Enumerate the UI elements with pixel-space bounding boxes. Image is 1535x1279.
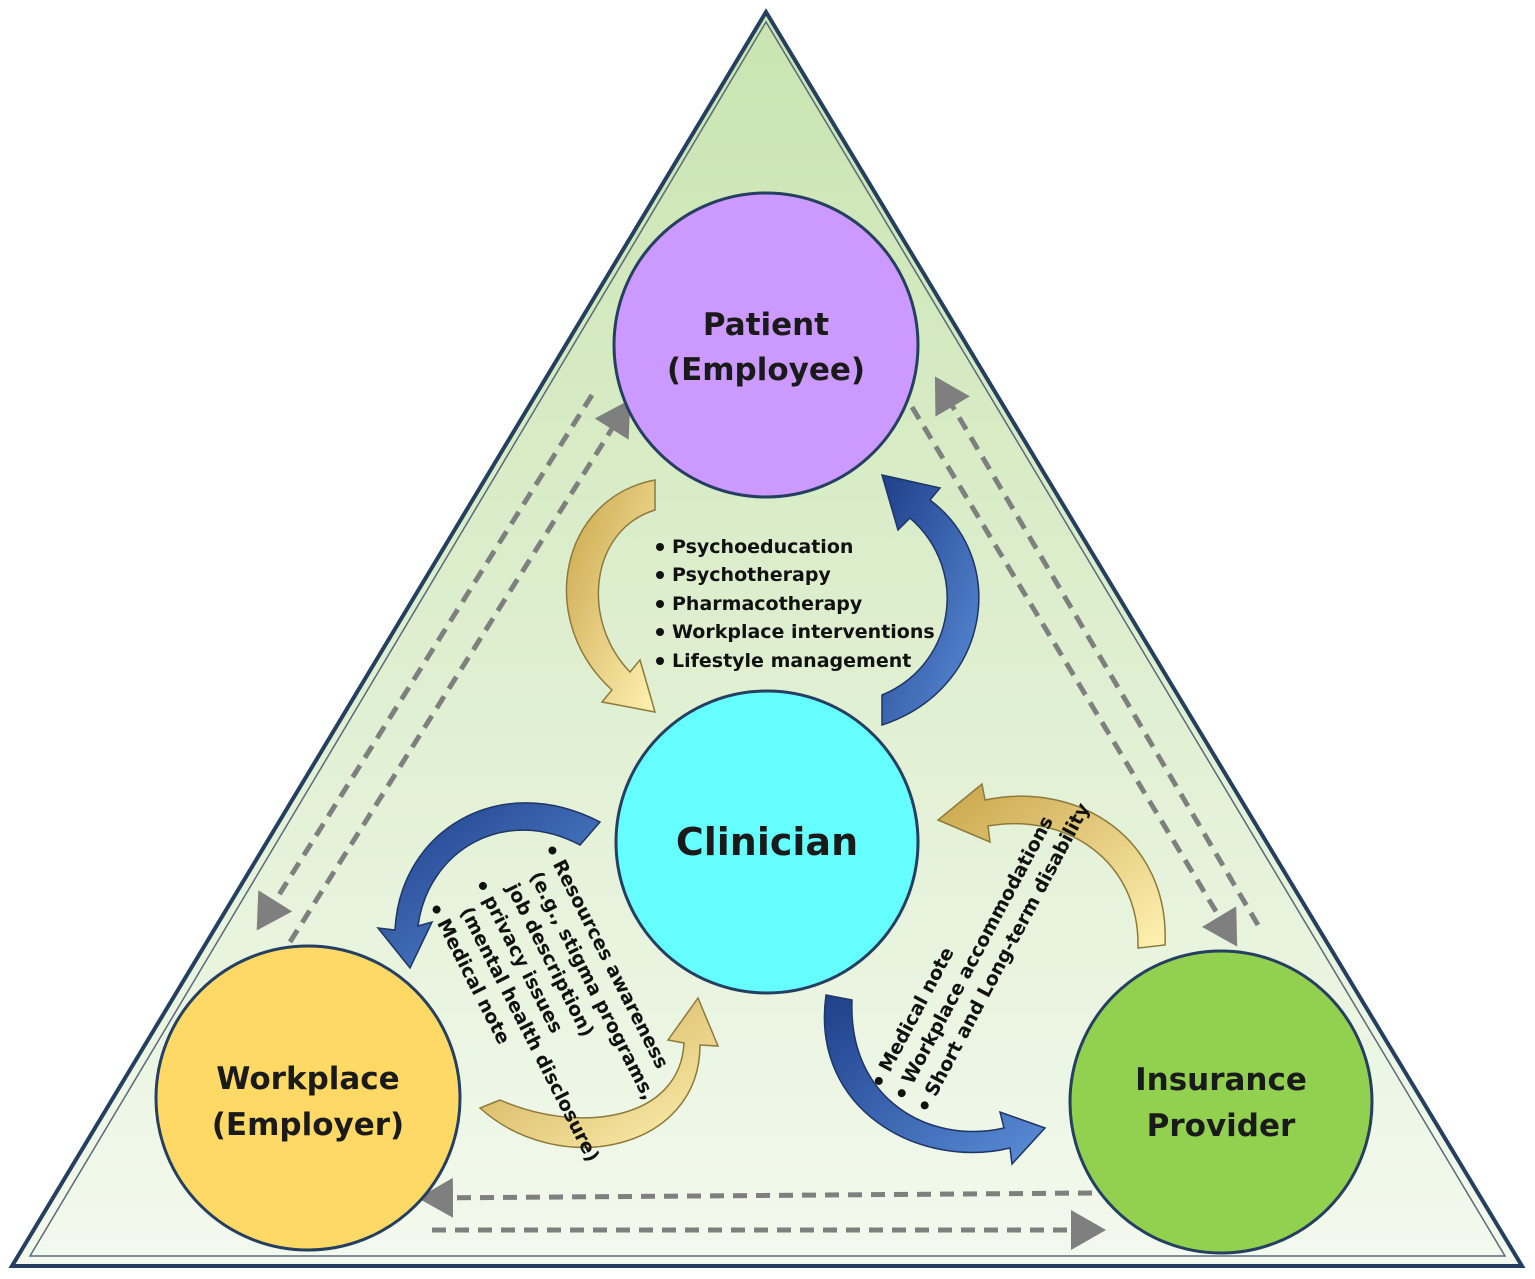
list-item: Psychoeducation bbox=[672, 536, 853, 558]
dashed-arrow-insurance-to-patient bbox=[934, 376, 1261, 927]
patient-node: Patient (Employee) bbox=[612, 191, 920, 499]
list-bullet bbox=[897, 1089, 906, 1098]
list-bullet bbox=[656, 571, 664, 579]
workplace-subtitle: (Employer) bbox=[212, 1107, 404, 1143]
outer-triangle bbox=[8, 8, 1526, 1268]
curved-arrow-clinician-to-patient bbox=[880, 473, 980, 727]
inner-triangle-edge bbox=[28, 20, 1507, 1257]
curved-arrow-clinician-to-workplace bbox=[376, 802, 602, 970]
clinician-title: Clinician bbox=[676, 820, 858, 864]
list-bullet bbox=[656, 543, 664, 551]
clinician-node: Clinician bbox=[614, 689, 920, 995]
dashed-arrow-workplace-to-patient bbox=[287, 399, 631, 944]
list-bullet bbox=[656, 628, 664, 636]
list-bullet bbox=[874, 1076, 883, 1085]
list-bullet bbox=[656, 600, 664, 608]
list-item: Pharmacotherapy bbox=[672, 593, 863, 615]
dashed-arrow-patient-to-workplace bbox=[256, 393, 595, 931]
list-bullet bbox=[920, 1101, 929, 1110]
list-bullet bbox=[656, 657, 664, 665]
curved-arrow-insurance-to-clinician bbox=[936, 782, 1166, 949]
patient-subtitle: (Employee) bbox=[667, 352, 865, 388]
curved-arrow-workplace-to-clinician bbox=[478, 996, 720, 1149]
list-bullet bbox=[548, 846, 557, 855]
list-item: Psychotherapy bbox=[672, 564, 831, 586]
insurance-subtitle: Provider bbox=[1147, 1108, 1296, 1144]
curved-arrow-patient-to-clinician bbox=[565, 479, 657, 713]
insurance-node: Insurance Provider bbox=[1068, 949, 1374, 1255]
list-item: Lifestyle management bbox=[672, 650, 911, 672]
workplace-node: Workplace (Employer) bbox=[154, 944, 462, 1252]
insurance-title: Insurance bbox=[1135, 1062, 1307, 1098]
dashed-arrow-insurance-to-workplace bbox=[418, 1177, 1093, 1218]
dashed-arrow-patient-to-insurance bbox=[909, 405, 1238, 947]
treatments-list: Psychoeducation Psychotherapy Pharmacoth… bbox=[656, 536, 935, 672]
list-item: Workplace interventions bbox=[672, 621, 935, 643]
workplace-title: Workplace bbox=[216, 1061, 399, 1097]
curved-arrow-clinician-to-insurance bbox=[823, 994, 1047, 1166]
list-bullet bbox=[432, 905, 441, 914]
patient-title: Patient bbox=[703, 307, 829, 343]
list-bullet bbox=[478, 881, 487, 890]
